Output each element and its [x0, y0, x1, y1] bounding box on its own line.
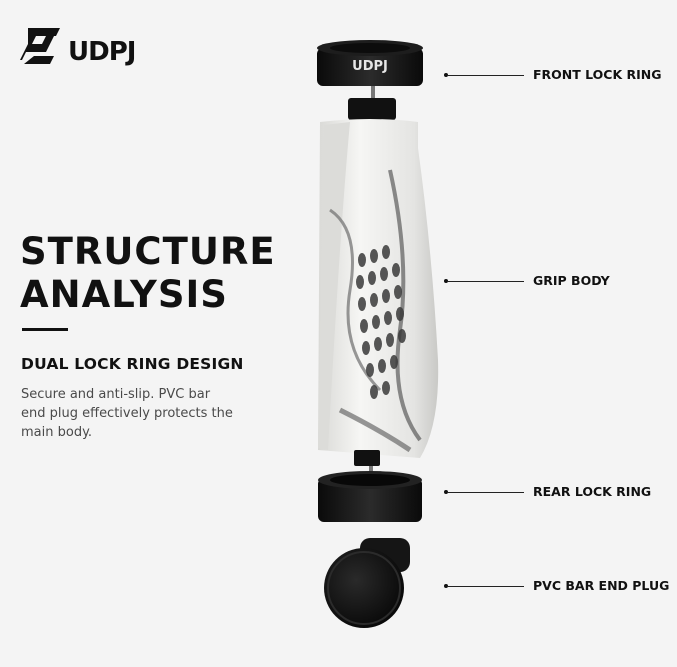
callout-label-grip-body: GRIP BODY: [533, 273, 610, 288]
callout-line: [448, 280, 524, 282]
brand-logo: UDPJ: [20, 24, 150, 68]
callout-line: [448, 491, 524, 493]
callout-line: [448, 585, 524, 587]
callout-label-bar-end-plug: PVC BAR END PLUG: [533, 578, 670, 593]
callout-dot: [444, 584, 448, 588]
callout-label-front-lock-ring: FRONT LOCK RING: [533, 67, 662, 82]
callout-dot: [444, 279, 448, 283]
svg-text:UDPJ: UDPJ: [68, 37, 135, 67]
page-title: STRUCTURE ANALYSIS: [20, 230, 276, 316]
section-heading: DUAL LOCK RING DESIGN: [21, 355, 244, 373]
callout-label-rear-lock-ring: REAR LOCK RING: [533, 484, 652, 499]
svg-text:UDPJ: UDPJ: [352, 59, 388, 74]
title-line-1: STRUCTURE: [20, 230, 276, 273]
title-divider: [22, 328, 68, 331]
title-line-2: ANALYSIS: [20, 273, 228, 316]
section-description: Secure and anti-slip. PVC bar end plug e…: [21, 387, 233, 440]
callout-line: [448, 74, 524, 76]
callout-dot: [444, 73, 448, 77]
udpj-logo-icon: UDPJ: [20, 28, 136, 67]
product-exploded-view: UDPJ: [290, 30, 450, 640]
callout-dot: [444, 490, 448, 494]
bar-end-plug: [324, 538, 410, 628]
front-lock-ring: UDPJ: [317, 40, 423, 100]
grip-body: [318, 98, 439, 478]
rear-lock-ring: [318, 471, 422, 522]
